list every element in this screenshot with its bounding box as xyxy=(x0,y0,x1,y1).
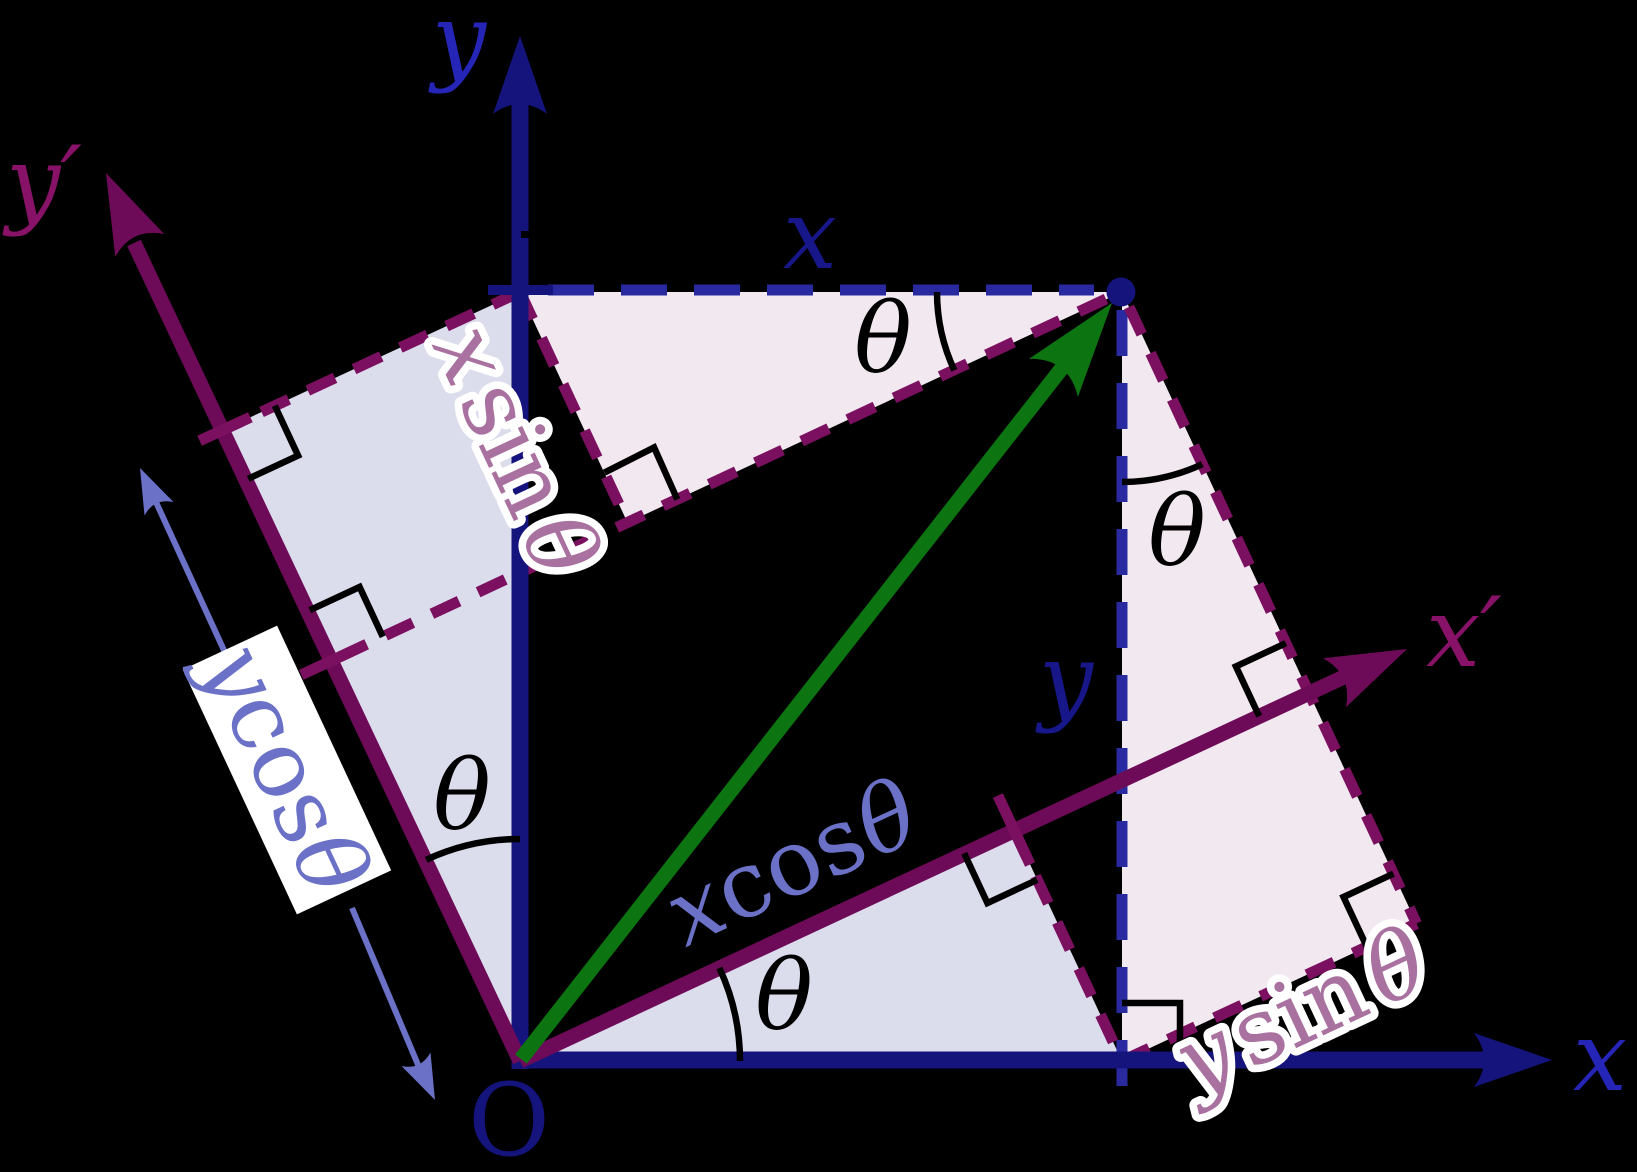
right-angle-mark-yprime-lower xyxy=(308,582,386,639)
theta-label-bottom: θ xyxy=(755,940,813,1052)
y-prime-arrowhead-icon xyxy=(106,173,165,257)
angle-annotations xyxy=(246,291,1395,1062)
right-angle-mark-top xyxy=(602,443,681,501)
tick-small-y-axis xyxy=(521,231,530,238)
shaded-triangles xyxy=(225,292,1417,1061)
theta-label-right: θ xyxy=(1148,476,1206,588)
rotated-purple-axes xyxy=(106,173,1407,1068)
measure-line-lower xyxy=(349,906,427,1081)
right-angle-mark-corner-C xyxy=(1339,870,1395,949)
triangle-y-decomposition-right xyxy=(1122,292,1417,1061)
theta-label-top: θ xyxy=(854,283,912,395)
y-axis-arrowhead-icon xyxy=(493,36,547,114)
theta-label-left: θ xyxy=(433,740,491,852)
tick-yprime-ycos xyxy=(197,412,253,446)
dashed-perp-from-Q xyxy=(515,289,633,525)
tick-marks xyxy=(197,231,1036,867)
triangle-x-decomposition-bottom xyxy=(520,830,1122,1061)
theta-arc-left xyxy=(424,835,521,863)
right-angle-mark-xprime-tick xyxy=(961,851,1039,908)
tick-xprime-xcos xyxy=(992,793,1036,867)
right-angle-mark-xprime-foot xyxy=(1231,640,1288,718)
x-prime-axis-label: x′ xyxy=(1426,577,1502,689)
dashed-perp-tick-to-xaxis xyxy=(1009,827,1127,1064)
triangle-x-decomposition-top xyxy=(520,292,1122,523)
x-prime-axis-line xyxy=(516,669,1350,1068)
dashed-parallel-xprime-long xyxy=(330,294,1109,665)
origin-label: O xyxy=(468,1062,550,1172)
measure-arrowhead-up-icon xyxy=(140,468,174,516)
right-angle-mark-x-axis xyxy=(1122,999,1184,1061)
y-prime-axis-label: y′ xyxy=(2,126,82,238)
y-cos-theta-label-box xyxy=(182,625,392,915)
y-coordinate-label: y xyxy=(1035,623,1095,735)
tick-yprime-lower xyxy=(298,640,368,680)
position-vector xyxy=(515,303,1112,1064)
y-axis-label: y xyxy=(428,0,488,95)
x-prime-arrowhead-icon xyxy=(1323,649,1407,708)
theta-arc-bottom xyxy=(716,966,744,1062)
measure-arrowhead-down-icon xyxy=(401,1052,435,1100)
measure-line-upper xyxy=(147,487,236,672)
ycos-measure-arrow xyxy=(140,468,435,1100)
dashed-parallel-xprime-bottom xyxy=(1119,918,1419,1066)
blue-axes xyxy=(493,36,1552,1087)
theta-arc-top xyxy=(933,291,958,372)
x-coordinate-label: x xyxy=(783,179,837,291)
theta-arc-right xyxy=(1121,461,1204,486)
right-angle-mark-yprime-upper xyxy=(246,404,303,482)
x-axis-arrowhead-icon xyxy=(1474,1033,1552,1087)
x-axis-label: x xyxy=(1573,1001,1627,1113)
point-dot xyxy=(1106,277,1136,307)
y-prime-axis-line xyxy=(127,239,527,1065)
dashed-perp-from-point xyxy=(1124,304,1422,926)
blue-dashed-projections xyxy=(548,284,1128,1093)
triangle-y-decomposition-left xyxy=(225,292,520,1061)
vector-shaft xyxy=(515,363,1068,1064)
vector-arrowhead-icon xyxy=(1029,303,1112,397)
